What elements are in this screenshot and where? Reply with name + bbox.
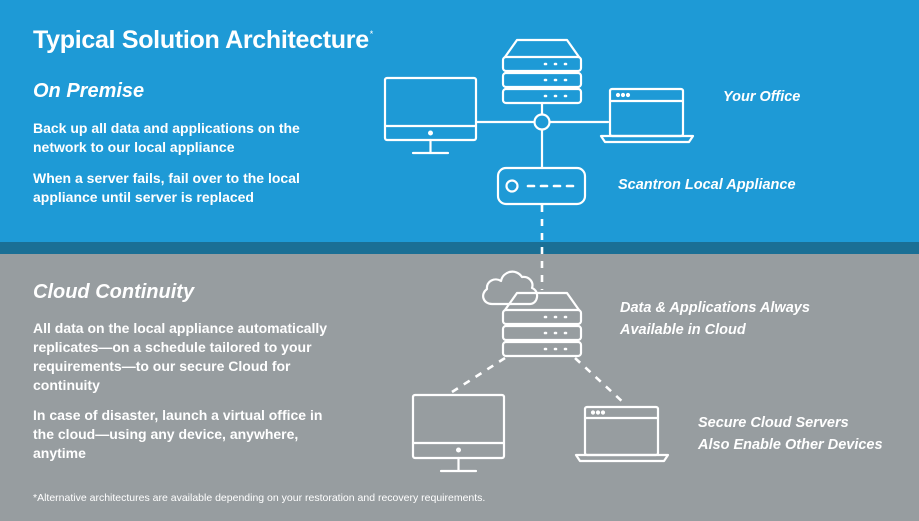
server-stack-icon bbox=[501, 38, 583, 105]
cloud-devices-label: Secure Cloud Servers Also Enable Other D… bbox=[698, 412, 883, 456]
local-appliance-icon bbox=[496, 166, 587, 206]
on-premise-paragraph: Back up all data and applications on the… bbox=[33, 120, 300, 155]
your-office-label: Your Office bbox=[723, 89, 801, 105]
cloud-devices-label-line: Secure Cloud Servers bbox=[698, 415, 849, 431]
cloud-continuity-heading: Cloud Continuity bbox=[33, 281, 195, 303]
cloud-icon bbox=[482, 270, 539, 306]
section-divider bbox=[0, 242, 919, 254]
desktop-monitor-icon bbox=[383, 76, 478, 155]
on-premise-paragraph: When a server fails, fail over to the lo… bbox=[33, 170, 300, 205]
cloud-data-label-line: Data & Applications Always bbox=[620, 300, 810, 316]
replication-link bbox=[451, 205, 626, 405]
desktop-monitor-icon bbox=[411, 393, 506, 473]
cloud-continuity-panel bbox=[0, 254, 919, 521]
laptop-icon bbox=[574, 405, 670, 463]
page-title: Typical Solution Architecture* bbox=[33, 26, 374, 54]
cloud-devices-label-line: Also Enable Other Devices bbox=[698, 437, 883, 453]
laptop-icon bbox=[599, 87, 695, 144]
cloud-continuity-paragraph: In case of disaster, launch a virtual of… bbox=[33, 407, 323, 461]
local-appliance-label: Scantron Local Appliance bbox=[618, 177, 796, 193]
connector-node-icon bbox=[533, 113, 551, 131]
footnote: *Alternative architectures are available… bbox=[33, 492, 486, 504]
network-connector bbox=[474, 101, 610, 170]
cloud-continuity-paragraph: All data on the local appliance automati… bbox=[33, 320, 328, 393]
cloud-server-stack-icon bbox=[501, 291, 583, 358]
on-premise-heading: On Premise bbox=[33, 80, 145, 102]
title-footnote-mark: * bbox=[369, 29, 374, 39]
on-premise-panel bbox=[0, 0, 919, 242]
cloud-data-label: Data & Applications Always Available in … bbox=[620, 297, 810, 341]
cloud-data-label-line: Available in Cloud bbox=[620, 322, 746, 338]
